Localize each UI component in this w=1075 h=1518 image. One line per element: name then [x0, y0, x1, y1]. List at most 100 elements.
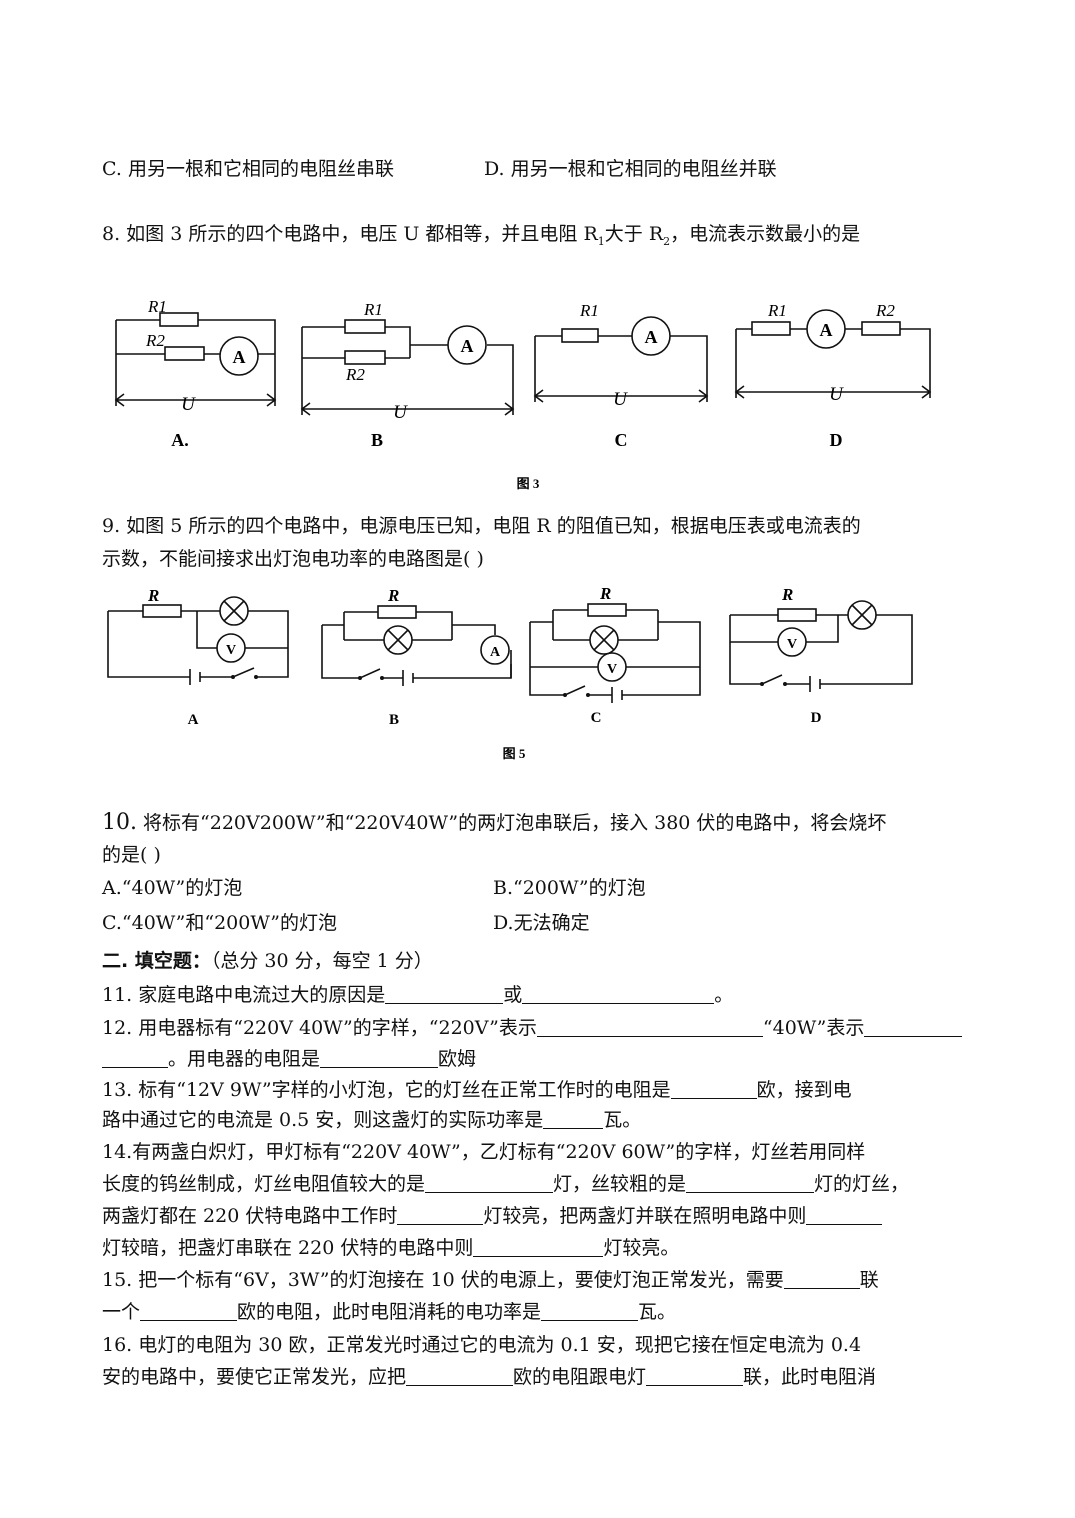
q14-text-f: 灯较暗，把盏灯串联在 220 伏特的电路中则 [102, 1237, 474, 1259]
q11-text-c: 。 [714, 984, 734, 1006]
q8-text-a: 8. 如图 3 所示的四个电路中，电压 U 都相等，并且电阻 R [102, 223, 598, 245]
fig5-label-a: A [188, 712, 199, 728]
q14-line3: 两盏灯都在 220 伏特电路中工作时 灯较亮，把两盏灯并联在照明电路中则 [102, 1204, 883, 1228]
fig3-d-r1: R1 [767, 301, 787, 320]
q11: 11. 家庭电路中电流过大的原因是 或 。 [102, 983, 733, 1007]
q12-text-b: “40W”表示 [762, 1017, 865, 1039]
q8-text-b: 大于 R [604, 223, 664, 245]
q14-blank-5[interactable] [473, 1238, 604, 1257]
fig5-c-lamp-icon [593, 629, 615, 651]
fig3-circuit-c: A R1 U C [533, 301, 709, 450]
fig3-circuit-a: A R1 R2 U A. [114, 297, 277, 450]
fig3-circuit-b: A R1 R2 U B [300, 300, 515, 450]
fig3-b-r2: R2 [345, 365, 365, 384]
fig5-c-voltmeter: V [607, 662, 617, 677]
fig3-c-ammeter: A [645, 327, 658, 347]
fig5-label-b: B [389, 712, 399, 728]
q10-option-a: A.“40W”的灯泡 [102, 877, 243, 899]
q11-blank-2[interactable] [522, 985, 715, 1004]
q14-text-e: 灯较亮，把两盏灯并联在照明电路中则 [483, 1205, 807, 1227]
q15-line1: 15. 把一个标有“6V，3W”的灯泡接在 10 伏的电源上，要使灯泡正常发光，… [102, 1268, 879, 1292]
fig3-b-r1: R1 [363, 300, 383, 319]
fig5-d-voltmeter: V [787, 637, 797, 652]
q12-text-c: 。用电器的电阻是 [168, 1048, 321, 1070]
q11-blank-1[interactable] [385, 985, 504, 1004]
q14-text-d: 两盏灯都在 220 伏特电路中工作时 [102, 1205, 398, 1227]
fig3-a-ammeter: A [233, 347, 246, 367]
fig5-b-ammeter: A [490, 645, 501, 660]
q13-text-a: 13. 标有“12V 9W”字样的小灯泡，它的灯丝在正常工作时的电阻是 [102, 1079, 671, 1101]
q16-blank-2[interactable] [646, 1367, 744, 1386]
fig3-d-r2: R2 [875, 301, 895, 320]
fig5-b-r: R [387, 586, 399, 605]
fig3-label-b: B [371, 430, 383, 450]
q11-text-a: 11. 家庭电路中电流过大的原因是 [102, 984, 386, 1006]
q14-blank-1[interactable] [425, 1174, 554, 1193]
q14-blank-4[interactable] [806, 1206, 883, 1225]
q15-text-a: 15. 把一个标有“6V，3W”的灯泡接在 10 伏的电源上，要使灯泡正常发光，… [102, 1269, 784, 1291]
q14-line4: 灯较暗，把盏灯串联在 220 伏特的电路中则 灯较亮。 [102, 1236, 679, 1260]
q15-blank-2[interactable] [140, 1302, 238, 1321]
fig5-label-d: D [811, 710, 822, 726]
q14-blank-2[interactable] [686, 1174, 815, 1193]
q14-text-g: 灯较亮。 [603, 1237, 680, 1259]
q16-text-b: 欧的电阻跟电灯 [513, 1366, 647, 1388]
fig3-b-u: U [393, 402, 408, 423]
q15-text-b: 联 [859, 1269, 879, 1291]
fig5-b-lamp-icon [387, 629, 409, 651]
q7-option-d: D. 用另一根和它相同的电阻丝并联 [484, 158, 777, 180]
fig3-b-ammeter: A [461, 336, 474, 356]
q14-blank-3[interactable] [397, 1206, 484, 1225]
q12-blank-2[interactable] [864, 1018, 963, 1037]
q10-option-c: C.“40W”和“200W”的灯泡 [102, 912, 337, 934]
q8-sub2: 2 [663, 234, 671, 248]
fig5-a-r: R [147, 586, 159, 605]
figure-3: A R1 R2 U A. A R1 R2 U B A R1 U C A R1 [114, 297, 932, 491]
q15-blank-3[interactable] [541, 1302, 639, 1321]
fig3-a-u: U [181, 394, 196, 415]
q13-text-d: 瓦。 [603, 1109, 642, 1131]
q12-text-d: 欧姆 [438, 1048, 477, 1070]
section-2-title: 二. 填空题： [102, 950, 211, 972]
fig3-a-r2: R2 [145, 331, 165, 350]
q11-text-b: 或 [503, 984, 523, 1006]
q13-text-c: 路中通过它的电流是 0.5 安，则这盏灯的实际功率是 [102, 1109, 544, 1131]
fig3-label-c: C [615, 430, 628, 450]
q10-line1-text: 将标有“220V200W”和“220V40W”的两灯泡串联后，接入 380 伏的… [137, 812, 887, 834]
q10-line2: 的是( ) [102, 844, 161, 866]
fig3-circuit-d: A R1 R2 U D [734, 301, 932, 450]
q12-line2: 。用电器的电阻是 欧姆 [102, 1047, 476, 1071]
q10-number: 10. [102, 810, 137, 835]
section-2-header: 二. 填空题：（总分 30 分，每空 1 分） [102, 949, 433, 973]
q9-line1: 9. 如图 5 所示的四个电路中，电源电压已知，电阻 R 的阻值已知，根据电压表… [102, 515, 861, 537]
fig5-caption: 图 5 [503, 746, 526, 761]
q12-blank-1[interactable] [536, 1018, 763, 1037]
q13-blank-1[interactable] [670, 1080, 757, 1099]
fig5-label-c: C [591, 710, 602, 726]
q12-text-a: 12. 用电器标有“220V 40W”的字样，“220V”表示 [102, 1017, 537, 1039]
fig3-c-r1: R1 [579, 301, 599, 320]
q12-line1: 12. 用电器标有“220V 40W”的字样，“220V”表示 “40W”表示 [102, 1016, 963, 1040]
q7-option-c: C. 用另一根和它相同的电阻丝串联 [102, 158, 394, 180]
q14-line2: 长度的钨丝制成，灯丝电阻值较大的是灯，丝较粗的是灯的灯丝， [102, 1172, 909, 1196]
q12-blank-2-cont[interactable] [102, 1049, 168, 1068]
fig3-a-r1: R1 [147, 297, 167, 316]
q12-blank-3[interactable] [320, 1049, 439, 1068]
q16-line1: 16. 电灯的电阻为 30 欧，正常发光时通过它的电流为 0.1 安，现把它接在… [102, 1334, 862, 1356]
q16-line2: 安的电路中，要使它正常发光，应把欧的电阻跟电灯联，此时电阻消 [102, 1365, 876, 1389]
q13-text-b: 欧，接到电 [756, 1079, 852, 1101]
fig5-d-lamp-icon [851, 604, 873, 626]
fig5-circuit-b: R A B [321, 586, 512, 728]
fig5-d-r: R [781, 585, 793, 604]
q8-sub1: 1 [597, 234, 605, 248]
fig5-circuit-d: R V D [729, 585, 913, 726]
fig3-label-a: A. [171, 430, 189, 450]
fig5-a-lamp-icon [223, 600, 245, 622]
q14-text-c: 灯的灯丝， [814, 1173, 910, 1195]
fig3-c-u: U [613, 389, 628, 410]
q9-line2: 示数，不能间接求出灯泡电功率的电路图是( ) [102, 548, 484, 570]
q13-blank-2[interactable] [543, 1110, 604, 1129]
q15-blank-1[interactable] [783, 1270, 860, 1289]
q16-blank-1[interactable] [406, 1367, 514, 1386]
q14-text-a: 长度的钨丝制成，灯丝电阻值较大的是 [102, 1173, 426, 1195]
